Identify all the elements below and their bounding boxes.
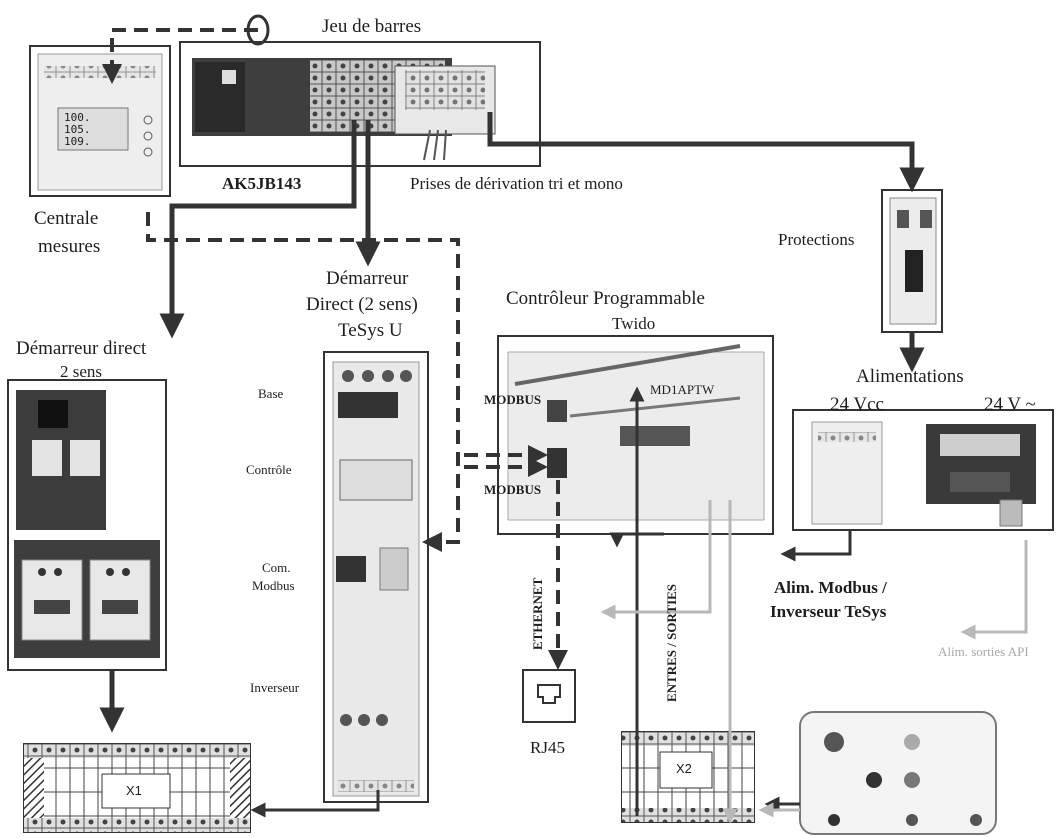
meter-device	[30, 46, 170, 196]
plc-label-1: Contrôleur Programmable	[506, 288, 705, 310]
rj45-socket	[523, 670, 575, 722]
meter-display: 100. 105. 109.	[64, 112, 91, 148]
base-label: Base	[258, 386, 283, 402]
starter-left-label-1: Démarreur direct	[16, 338, 146, 360]
plc-label-2: Twido	[612, 314, 655, 334]
busbar-title: Jeu de barres	[322, 16, 421, 38]
tap-offs-label: Prises de dérivation tri et mono	[410, 174, 623, 194]
starter-mid-label-2: Direct (2 sens)	[306, 294, 418, 316]
x2-label: X2	[676, 761, 692, 776]
alim-modbus-label-2: Inverseur TeSys	[770, 602, 886, 622]
x1-label: X1	[126, 783, 142, 798]
alim-modbus-label-1: Alim. Modbus /	[774, 578, 887, 598]
starter-tesys-u	[324, 352, 428, 802]
busbar-ref: AK5JB143	[222, 174, 301, 194]
meter-reading: 109.	[64, 136, 91, 148]
starter-mid-label-3: TeSys U	[338, 320, 403, 342]
starter-left	[8, 380, 166, 670]
terminal-block-x2	[622, 732, 754, 822]
modbus-top-label: MODBUS	[484, 392, 541, 408]
com-label-2: Modbus	[252, 578, 295, 594]
protection-breaker	[882, 190, 942, 332]
com-label-1: Com.	[262, 560, 291, 576]
control-label: Contrôle	[246, 462, 292, 478]
busbar-block	[180, 42, 540, 166]
modbus-bottom-label: MODBUS	[484, 482, 541, 498]
meter-label-1: Centrale	[34, 208, 98, 230]
ethernet-label: ETHERNET	[530, 554, 546, 650]
protections-label: Protections	[778, 230, 855, 250]
starter-mid-label-1: Démarreur	[326, 268, 408, 290]
starter-left-label-2: 2 sens	[60, 362, 102, 382]
alim-outputs-label: Alim. sorties API	[938, 644, 1029, 660]
meter-label-2: mesures	[38, 236, 100, 258]
rj45-label: RJ45	[530, 738, 565, 758]
inverter-label: Inverseur	[250, 680, 299, 696]
vdc-label: 24 Vcc	[830, 394, 884, 416]
power-supplies	[793, 410, 1053, 530]
operator-panel	[800, 712, 996, 834]
vac-label: 24 V ~	[984, 394, 1036, 416]
md1-label: MD1APTW	[650, 382, 714, 398]
power-title: Alimentations	[856, 366, 964, 388]
io-label: ENTRES / SORTIES	[664, 552, 680, 702]
